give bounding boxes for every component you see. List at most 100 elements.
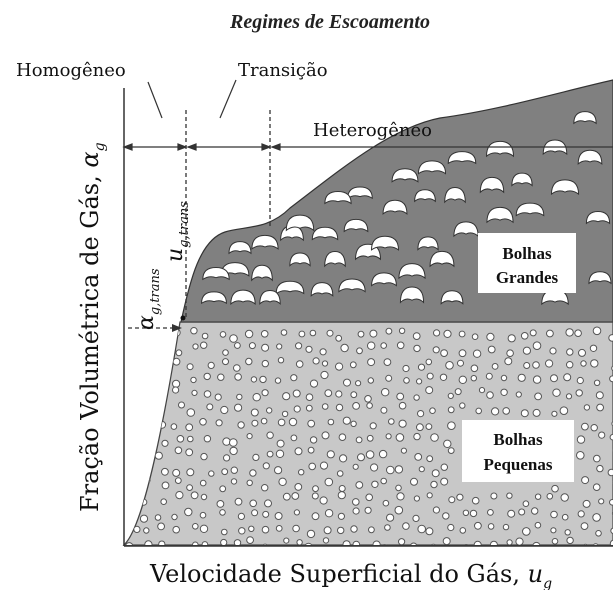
large-bubble: [588, 271, 612, 285]
small-bubble: [447, 447, 455, 455]
small-bubble: [611, 364, 613, 372]
small-bubble: [157, 522, 166, 531]
small-bubble: [486, 332, 495, 341]
large-bubble: [382, 199, 408, 215]
small-bubble: [582, 543, 589, 545]
small-bubble: [447, 406, 455, 414]
small-bubble: [274, 466, 283, 475]
small-bubble: [532, 408, 541, 417]
small-bubble: [281, 410, 289, 418]
small-bubble: [355, 436, 363, 444]
small-bubble: [217, 373, 225, 381]
small-bubble: [357, 330, 365, 338]
small-bubble: [174, 446, 183, 455]
small-bubble: [566, 536, 574, 545]
small-bubble: [132, 418, 139, 425]
small-bubble: [125, 484, 133, 492]
small-bubble: [356, 347, 363, 355]
small-bubble: [439, 373, 448, 381]
small-bubble: [507, 334, 516, 343]
small-bubble: [458, 349, 467, 358]
small-bubble: [532, 375, 542, 384]
small-bubble: [129, 331, 136, 339]
small-bubble: [319, 461, 329, 470]
large-bubble: [324, 191, 352, 205]
transition-pointer: [219, 79, 237, 119]
large-bubbles-label-line2: Grandes: [496, 268, 559, 287]
small-bubble: [364, 506, 372, 514]
small-bubble: [203, 435, 212, 443]
small-bubble: [132, 463, 141, 472]
large-bubble: [347, 186, 373, 200]
small-bubbles-label-line2: Pequenas: [484, 455, 553, 474]
small-bubble: [457, 359, 464, 367]
small-bubble: [370, 463, 379, 472]
small-bubble: [170, 423, 178, 430]
small-bubble: [504, 357, 513, 366]
small-bubble: [403, 377, 410, 384]
small-bubble: [380, 342, 388, 349]
small-bubble: [417, 524, 427, 534]
small-bubble: [456, 493, 464, 501]
small-bubble: [520, 332, 529, 340]
large-bubble: [324, 251, 346, 268]
small-bubble: [426, 492, 433, 499]
large-bubble: [371, 235, 399, 251]
small-bubble: [186, 408, 196, 417]
small-bubble: [190, 491, 199, 500]
small-bubble: [144, 359, 151, 366]
small-bubble: [171, 513, 178, 521]
small-bubble: [266, 431, 274, 439]
small-bubble: [532, 541, 541, 545]
small-bubble: [430, 433, 439, 442]
small-bubble: [520, 409, 529, 418]
large-bubble: [399, 286, 425, 304]
small-bubble: [274, 377, 282, 384]
small-bubble: [160, 498, 167, 506]
large-bubble: [511, 172, 533, 187]
small-bubble: [413, 432, 421, 441]
small-bubble: [335, 390, 343, 398]
small-bubble: [549, 347, 557, 355]
small-bubble: [534, 521, 542, 529]
small-bubble: [321, 431, 330, 440]
small-bubble: [216, 500, 225, 508]
large-bubble: [447, 151, 477, 165]
small-bubble: [472, 349, 482, 358]
transition-label: Transição: [238, 60, 328, 81]
small-bubble: [429, 543, 438, 545]
small-bubble: [220, 405, 229, 415]
small-bubble: [551, 538, 559, 545]
small-bubble: [491, 407, 500, 416]
small-bubble: [324, 389, 333, 398]
small-bubble: [369, 329, 378, 338]
small-bubble: [125, 542, 134, 545]
small-bubble: [251, 419, 259, 427]
small-bubble: [355, 380, 362, 387]
small-bubble: [288, 417, 298, 427]
small-bubble: [448, 496, 456, 504]
small-bubble: [336, 470, 344, 477]
small-bubble: [321, 360, 329, 367]
small-bubble: [596, 403, 604, 412]
small-bubble: [394, 465, 404, 474]
small-bubble: [352, 540, 361, 545]
small-bubble: [611, 510, 613, 517]
small-bubble: [200, 452, 208, 461]
small-bubble: [426, 455, 434, 463]
small-bubble: [175, 349, 183, 357]
small-bubble: [402, 522, 410, 530]
small-bubble: [200, 493, 208, 501]
small-bubble: [490, 492, 498, 500]
small-bubble: [592, 326, 602, 336]
small-bubble: [249, 469, 257, 477]
small-bubble: [534, 392, 542, 401]
small-bubble: [469, 509, 478, 518]
small-bubble: [283, 537, 290, 544]
small-bubble: [282, 392, 291, 401]
small-bubble: [259, 375, 267, 384]
small-bubble: [190, 327, 198, 335]
small-bubble: [386, 513, 395, 522]
small-bubble: [192, 343, 199, 350]
small-bubble: [191, 389, 198, 396]
